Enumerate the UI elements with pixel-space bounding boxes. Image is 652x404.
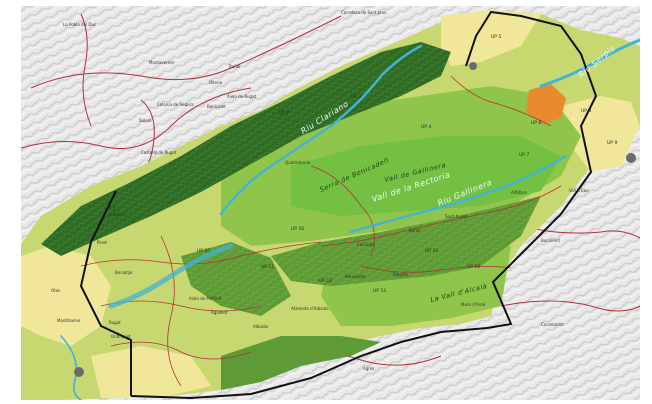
label-up5: UP 5 bbox=[491, 34, 501, 40]
label-benissoda: Benissoda bbox=[345, 274, 366, 279]
zone-pale-yellow-south bbox=[91, 346, 211, 398]
forest-southwest bbox=[181, 242, 291, 316]
label-beniatjar: Beniatjar bbox=[115, 270, 133, 275]
river-serpis bbox=[539, 38, 640, 88]
zone-pale-yellow-east bbox=[561, 96, 640, 172]
forest-south-edge bbox=[221, 336, 381, 390]
study-area-border bbox=[79, 10, 598, 400]
label-colonia: Colonia de Segura bbox=[157, 102, 194, 107]
label-up3: UP 3 bbox=[351, 94, 361, 100]
label-muro: Muro d'Alcoi bbox=[461, 302, 486, 307]
label-rugat: Rugat bbox=[109, 320, 121, 325]
label-up1: UP 1 bbox=[105, 206, 115, 212]
label-agullent: Agullent bbox=[211, 310, 228, 315]
label-carricola: Carrícola bbox=[357, 242, 375, 247]
label-sanxo: Sant Xusep bbox=[445, 214, 468, 219]
label-atzeneta: Atzeneta d'Albaida bbox=[291, 306, 329, 311]
label-up7: UP 7 bbox=[519, 152, 529, 158]
label-olleria: Olleria bbox=[209, 80, 223, 85]
label-llutxent: Llutxent bbox=[109, 212, 126, 217]
label-up11: UP 11 bbox=[261, 264, 274, 270]
label-up14: UP 14 bbox=[425, 248, 438, 254]
road-network-inside bbox=[80, 75, 562, 387]
label-vall-ebo: Vall d'Ebo bbox=[569, 188, 589, 193]
forest-north-ridge bbox=[41, 42, 451, 256]
zone-pale-yellow-north bbox=[441, 10, 541, 66]
label-montaverner: Montaverner bbox=[149, 60, 175, 65]
label-castello: Castelló de Rugat bbox=[141, 150, 177, 155]
label-montitxelvo: Montitxelvo bbox=[57, 318, 81, 323]
label-aielo-malferit: Aielo de Malferit bbox=[189, 296, 222, 301]
river-gallinera bbox=[349, 154, 568, 234]
label-nw-town: La Pobla del Duc bbox=[63, 22, 96, 27]
label-alfafara: Alfafara bbox=[511, 190, 527, 195]
river-clariano bbox=[219, 44, 423, 216]
town-markers bbox=[74, 62, 636, 377]
label-benicolet: Benicolet bbox=[207, 104, 226, 109]
label-otos: Otos bbox=[51, 288, 60, 293]
map-frame[interactable]: Carretera de Sant Joan La Pobla del Duc … bbox=[21, 6, 640, 400]
label-top-road: Carretera de Sant Joan bbox=[341, 10, 387, 15]
label-albaida: Albaida bbox=[253, 324, 268, 329]
label-up9: UP 9 bbox=[607, 140, 617, 146]
label-up16: UP 16 bbox=[291, 226, 304, 232]
label-belgida: Bèlgida bbox=[393, 272, 409, 277]
label-agres: Agres bbox=[363, 366, 374, 371]
label-salem: Salem bbox=[139, 118, 152, 123]
label-quatretonda: Quatretonda bbox=[285, 160, 311, 165]
zone-orange bbox=[526, 84, 566, 124]
label-cocentaina: Cocentaina bbox=[541, 322, 564, 327]
forest-south-ridge bbox=[271, 196, 541, 286]
zone-pale-yellow-west bbox=[21, 246, 111, 346]
label-up15: UP 15 bbox=[467, 264, 480, 270]
label-up10: UP 10 bbox=[197, 248, 210, 254]
label-up2: UP 2 bbox=[279, 110, 289, 116]
zone-bright-green-valley bbox=[291, 136, 561, 216]
river-west bbox=[108, 243, 234, 309]
map-canvas[interactable]: Carretera de Sant Joan La Pobla del Duc … bbox=[21, 6, 640, 400]
label-up13: UP 13 bbox=[373, 288, 386, 294]
label-up8: UP 8 bbox=[581, 108, 591, 114]
river-southwest bbox=[60, 335, 82, 400]
label-bufali: Bufali bbox=[229, 64, 240, 69]
label-up12: UP 12 bbox=[319, 278, 332, 284]
label-bocairent: Bocairent bbox=[541, 238, 561, 243]
label-aielo: Aielo de Rugat bbox=[227, 94, 257, 99]
label-pinet: Pinet bbox=[97, 240, 107, 245]
label-up6: UP 6 bbox=[531, 120, 541, 126]
label-up4: UP 4 bbox=[421, 124, 431, 130]
rivers bbox=[60, 38, 640, 400]
label-ontinyent: Ontinyent bbox=[111, 334, 131, 339]
label-bufali-2: Bufalí bbox=[409, 228, 421, 233]
